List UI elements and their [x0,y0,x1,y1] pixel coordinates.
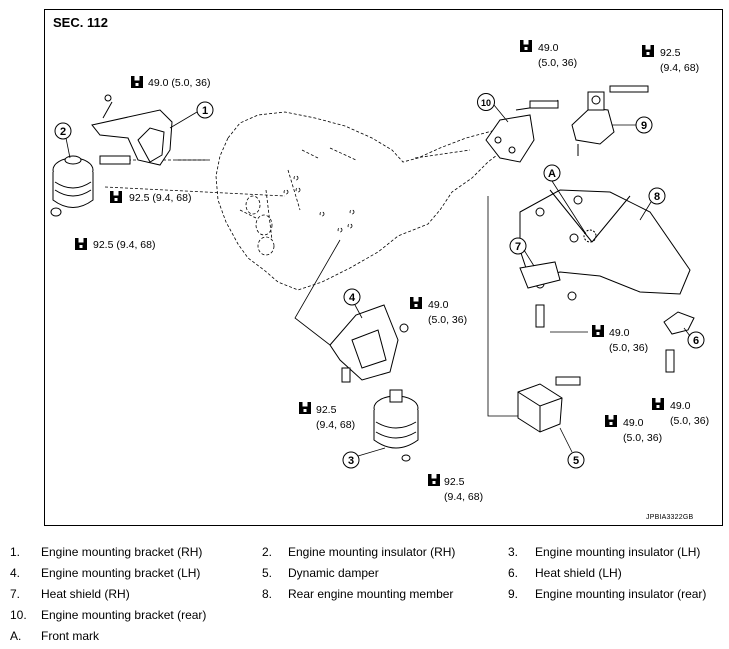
heat-shield-rh [519,261,561,328]
torque-spec: 92.5 [316,404,337,416]
callout-8: 8 [648,187,666,205]
legend-num: 5. [262,566,273,580]
torque-spec: (9.4, 68) [316,419,355,431]
callout-7: 7 [509,237,527,255]
callout-6: 6 [687,331,705,349]
svg-text:2: 2 [60,126,66,138]
legend-num: 9. [508,587,519,601]
svg-text:10: 10 [481,98,491,108]
svg-text:5: 5 [573,455,579,467]
svg-text:8: 8 [654,191,660,203]
svg-text:4: 4 [349,292,356,304]
svg-text:A: A [548,168,556,180]
torque-spec: 92.5 (9.4, 68) [129,192,191,204]
callout-3: 3 [342,451,360,469]
torque-spec: 92.5 [660,47,681,59]
torque-spec: (9.4, 68) [444,491,483,503]
legend-text: Engine mounting bracket (LH) [41,566,201,580]
callouts: 1 2 3 4 5 6 7 8 9 10 A [54,93,705,469]
legend-text: Engine mounting insulator (LH) [535,545,701,559]
engine-outline [215,111,515,291]
legend-num: 7. [10,587,21,601]
svg-text:6: 6 [693,335,699,347]
figure-code: JPBIA3322GB [646,514,694,521]
callout-5: 5 [567,451,585,469]
torque-spec: 49.0 [609,327,630,339]
torque-spec: (5.0, 36) [428,314,467,326]
svg-text:7: 7 [515,241,521,253]
legend-text: Engine mounting insulator (RH) [288,545,456,559]
section-label: SEC. 112 [53,15,108,30]
legend-num: 2. [262,545,273,559]
engine-mounting-insulator-rh [50,155,131,217]
engine-mounting-insulator-lh [373,389,419,462]
torque-spec: 92.5 (9.4, 68) [93,239,155,251]
legend-text: Front mark [41,629,100,643]
callout-leaders [65,104,691,457]
legend-num: A. [10,629,22,643]
legend-num: 3. [508,545,519,559]
torque-spec: (5.0, 36) [670,415,709,427]
engine-mounting-bracket-lh [329,304,409,383]
legend-text: Engine mounting bracket (RH) [41,545,203,559]
torque-spec: 49.0 [538,42,559,54]
leader-lines [104,149,525,417]
legend-num: 10. [10,608,27,622]
engine-mounting-bracket-rh [91,94,173,166]
callout-9: 9 [635,116,653,134]
torque-labels: 49.0 (5.0, 36) 92.5 (9.4, 68) 92.5 (9.4,… [93,42,709,503]
callout-10: 10 [477,93,495,111]
heat-shield-lh [663,311,695,373]
svg-text:1: 1 [202,105,208,117]
torque-spec: (5.0, 36) [623,432,662,444]
legend-text: Heat shield (RH) [41,587,130,601]
callout-1: 1 [196,101,214,119]
torque-spec: 49.0 [670,400,691,412]
callout-4: 4 [343,288,361,306]
dynamic-damper [517,376,581,433]
legend-num: 6. [508,566,519,580]
torque-spec: 49.0 [623,417,644,429]
legend-num: 1. [10,545,21,559]
diagram-frame [44,9,723,526]
torque-spec: (5.0, 36) [609,342,648,354]
legend-num: 4. [10,566,21,580]
torque-spec: 49.0 [428,299,449,311]
callout-2: 2 [54,122,72,140]
torque-spec: 92.5 [444,476,465,488]
svg-text:9: 9 [641,120,647,132]
legend-num: 8. [262,587,273,601]
engine-mounting-bracket-rear [485,99,559,163]
callout-a: A [543,164,561,182]
engine-mounting-insulator-rear [571,85,649,156]
torque-spec: (5.0, 36) [538,57,577,69]
torque-spec: 49.0 (5.0, 36) [148,77,210,89]
legend-text: Engine mounting insulator (rear) [535,587,707,601]
torque-spec: (9.4, 68) [660,62,699,74]
legend-text: Heat shield (LH) [535,566,622,580]
legend-text: Engine mounting bracket (rear) [41,608,207,622]
legend-text: Dynamic damper [288,566,379,580]
legend-text: Rear engine mounting member [288,587,454,601]
svg-text:3: 3 [348,455,354,467]
